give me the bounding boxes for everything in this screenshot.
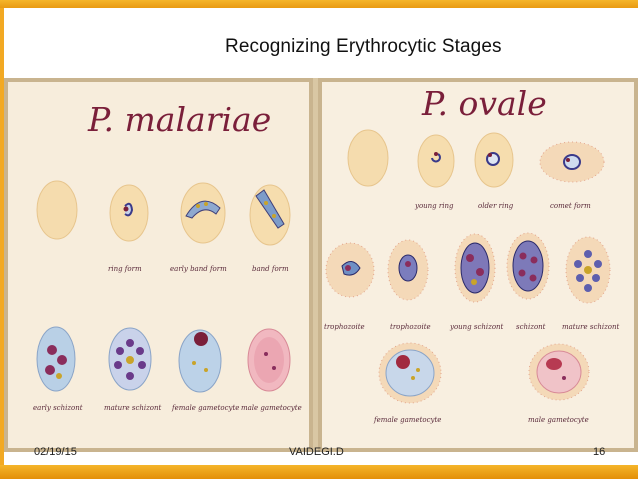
plate-divider — [313, 78, 318, 452]
female-gametocyte-image — [378, 342, 442, 404]
label-young-schizont: young schizont — [450, 323, 504, 331]
malariae-cells-illustration — [36, 180, 291, 393]
bottom-accent-bar — [0, 465, 638, 479]
label-young-ring: young ring — [415, 202, 454, 210]
young-schizont-image — [454, 233, 496, 303]
label-female-gametocyte: female gametocyte — [172, 404, 240, 412]
label-male-gametocyte: male gametocyte — [528, 416, 589, 424]
label-schizont: schizont — [516, 323, 546, 331]
trophozoite-1-image — [325, 242, 375, 298]
older-ring-image — [474, 132, 514, 188]
label-comet-form: comet form — [550, 202, 591, 210]
band-form-image — [249, 184, 291, 246]
label-early-band-form: early band form — [170, 265, 227, 273]
comet-form-image — [539, 141, 605, 183]
label-trophozoite-2: trophozoite — [390, 323, 431, 331]
label-male-gametocyte: male gametocyte — [241, 404, 302, 412]
male-gametocyte-image — [528, 343, 590, 401]
malariae-plate: P. malariae — [4, 78, 313, 452]
label-older-ring: older ring — [478, 202, 514, 210]
ovale-heading: P. ovale — [422, 84, 547, 123]
normal-rbc-image — [36, 180, 78, 240]
footer-author: VAIDEGI.D — [289, 446, 344, 458]
top-accent-bar — [0, 0, 638, 8]
label-mature-schizont: mature schizont — [562, 323, 620, 331]
label-trophozoite-1: trophozoite — [324, 323, 365, 331]
page-number: 16 — [593, 446, 606, 458]
malariae-heading: P. malariae — [88, 100, 272, 139]
male-gametocyte-image — [247, 328, 291, 392]
schizont-image — [506, 232, 550, 300]
ovale-plate: P. ovale — [318, 78, 638, 452]
left-accent-stripe — [0, 8, 4, 465]
ring-form-image — [109, 184, 149, 242]
early-schizont-image — [36, 326, 76, 392]
early-band-form-image — [180, 182, 226, 244]
label-band-form: band form — [252, 265, 289, 273]
label-ring-form: ring form — [108, 265, 142, 273]
slide-title: Recognizing Erythrocytic Stages — [225, 36, 502, 57]
female-gametocyte-image — [178, 329, 222, 393]
label-mature-schizont: mature schizont — [104, 404, 162, 412]
young-ring-image — [417, 134, 455, 188]
ovale-cells-illustration — [325, 129, 611, 404]
mature-schizont-image — [108, 327, 152, 391]
normal-rbc-image — [347, 129, 389, 187]
label-early-schizont: early schizont — [33, 404, 83, 412]
trophozoite-2-image — [387, 239, 429, 301]
footer-date: 02/19/15 — [34, 446, 77, 458]
label-female-gametocyte: female gametocyte — [374, 416, 442, 424]
mature-schizont-image — [565, 236, 611, 304]
